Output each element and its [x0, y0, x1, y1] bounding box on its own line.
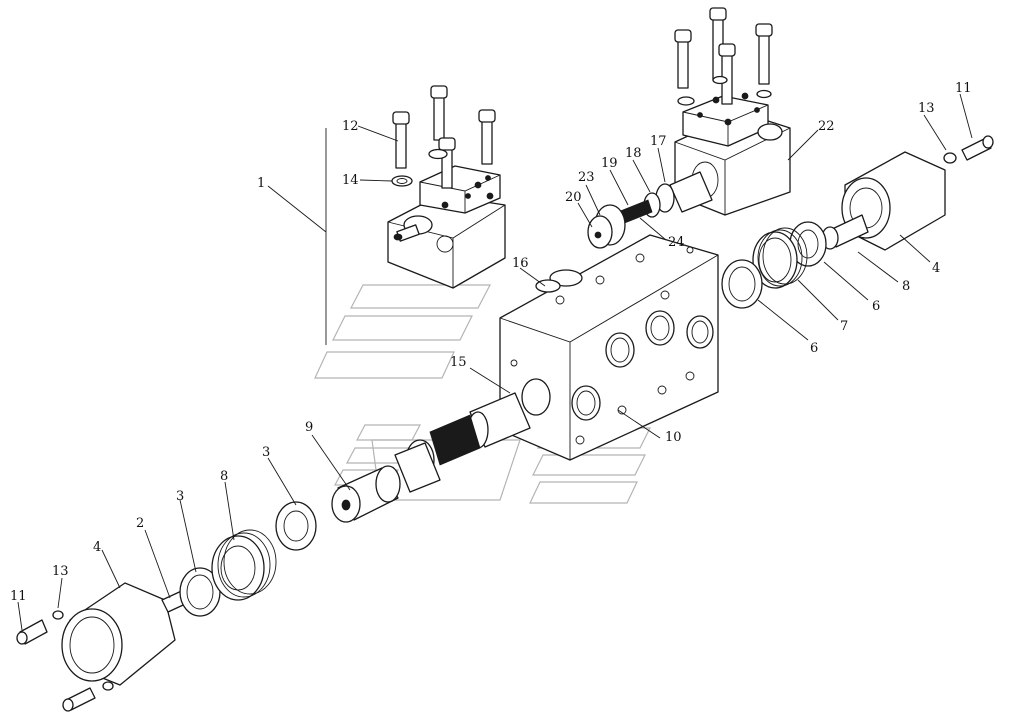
callout-13a: 13	[52, 564, 69, 579]
callout-8a: 8	[220, 469, 228, 484]
callout-18: 18	[625, 146, 642, 161]
callout-11b: 11	[955, 81, 972, 96]
left-end-assembly	[16, 501, 317, 712]
callout-2: 2	[136, 516, 144, 531]
callout-15: 15	[450, 355, 467, 370]
callout-11a: 11	[10, 589, 27, 604]
callout-1: 1	[257, 176, 265, 191]
callout-20: 20	[565, 190, 582, 205]
pilot-valve-block-left	[387, 85, 506, 289]
callout-24: 24	[668, 235, 685, 250]
callout-17: 17	[650, 134, 667, 149]
callout-19: 19	[601, 156, 618, 171]
callout-14: 14	[342, 173, 359, 188]
callout-10: 10	[665, 430, 682, 445]
callout-6a: 6	[872, 299, 880, 314]
callout-13b: 13	[918, 101, 935, 116]
main-spool	[331, 392, 531, 523]
callout-9: 9	[305, 420, 313, 435]
callout-8b: 8	[902, 279, 910, 294]
callout-4a: 4	[93, 540, 101, 555]
callout-3b: 3	[262, 445, 270, 460]
callout-12: 12	[342, 119, 359, 134]
callout-3a: 3	[176, 489, 184, 504]
cartridge-stack	[587, 171, 713, 249]
right-end-assembly	[721, 135, 994, 309]
leader-lines	[17, 93, 973, 631]
callout-labels: 1 2 3 3 4 4 6 6 7 8 8 9 10 11 11 12 13 1…	[10, 81, 972, 604]
callout-16: 16	[512, 256, 529, 271]
callout-23: 23	[578, 170, 595, 185]
callout-22: 22	[818, 119, 835, 134]
callout-7: 7	[840, 319, 848, 334]
callout-6b: 6	[810, 341, 818, 356]
callout-4b: 4	[932, 261, 940, 276]
valve-body	[499, 234, 719, 461]
pilot-valve-block-right	[674, 7, 791, 216]
